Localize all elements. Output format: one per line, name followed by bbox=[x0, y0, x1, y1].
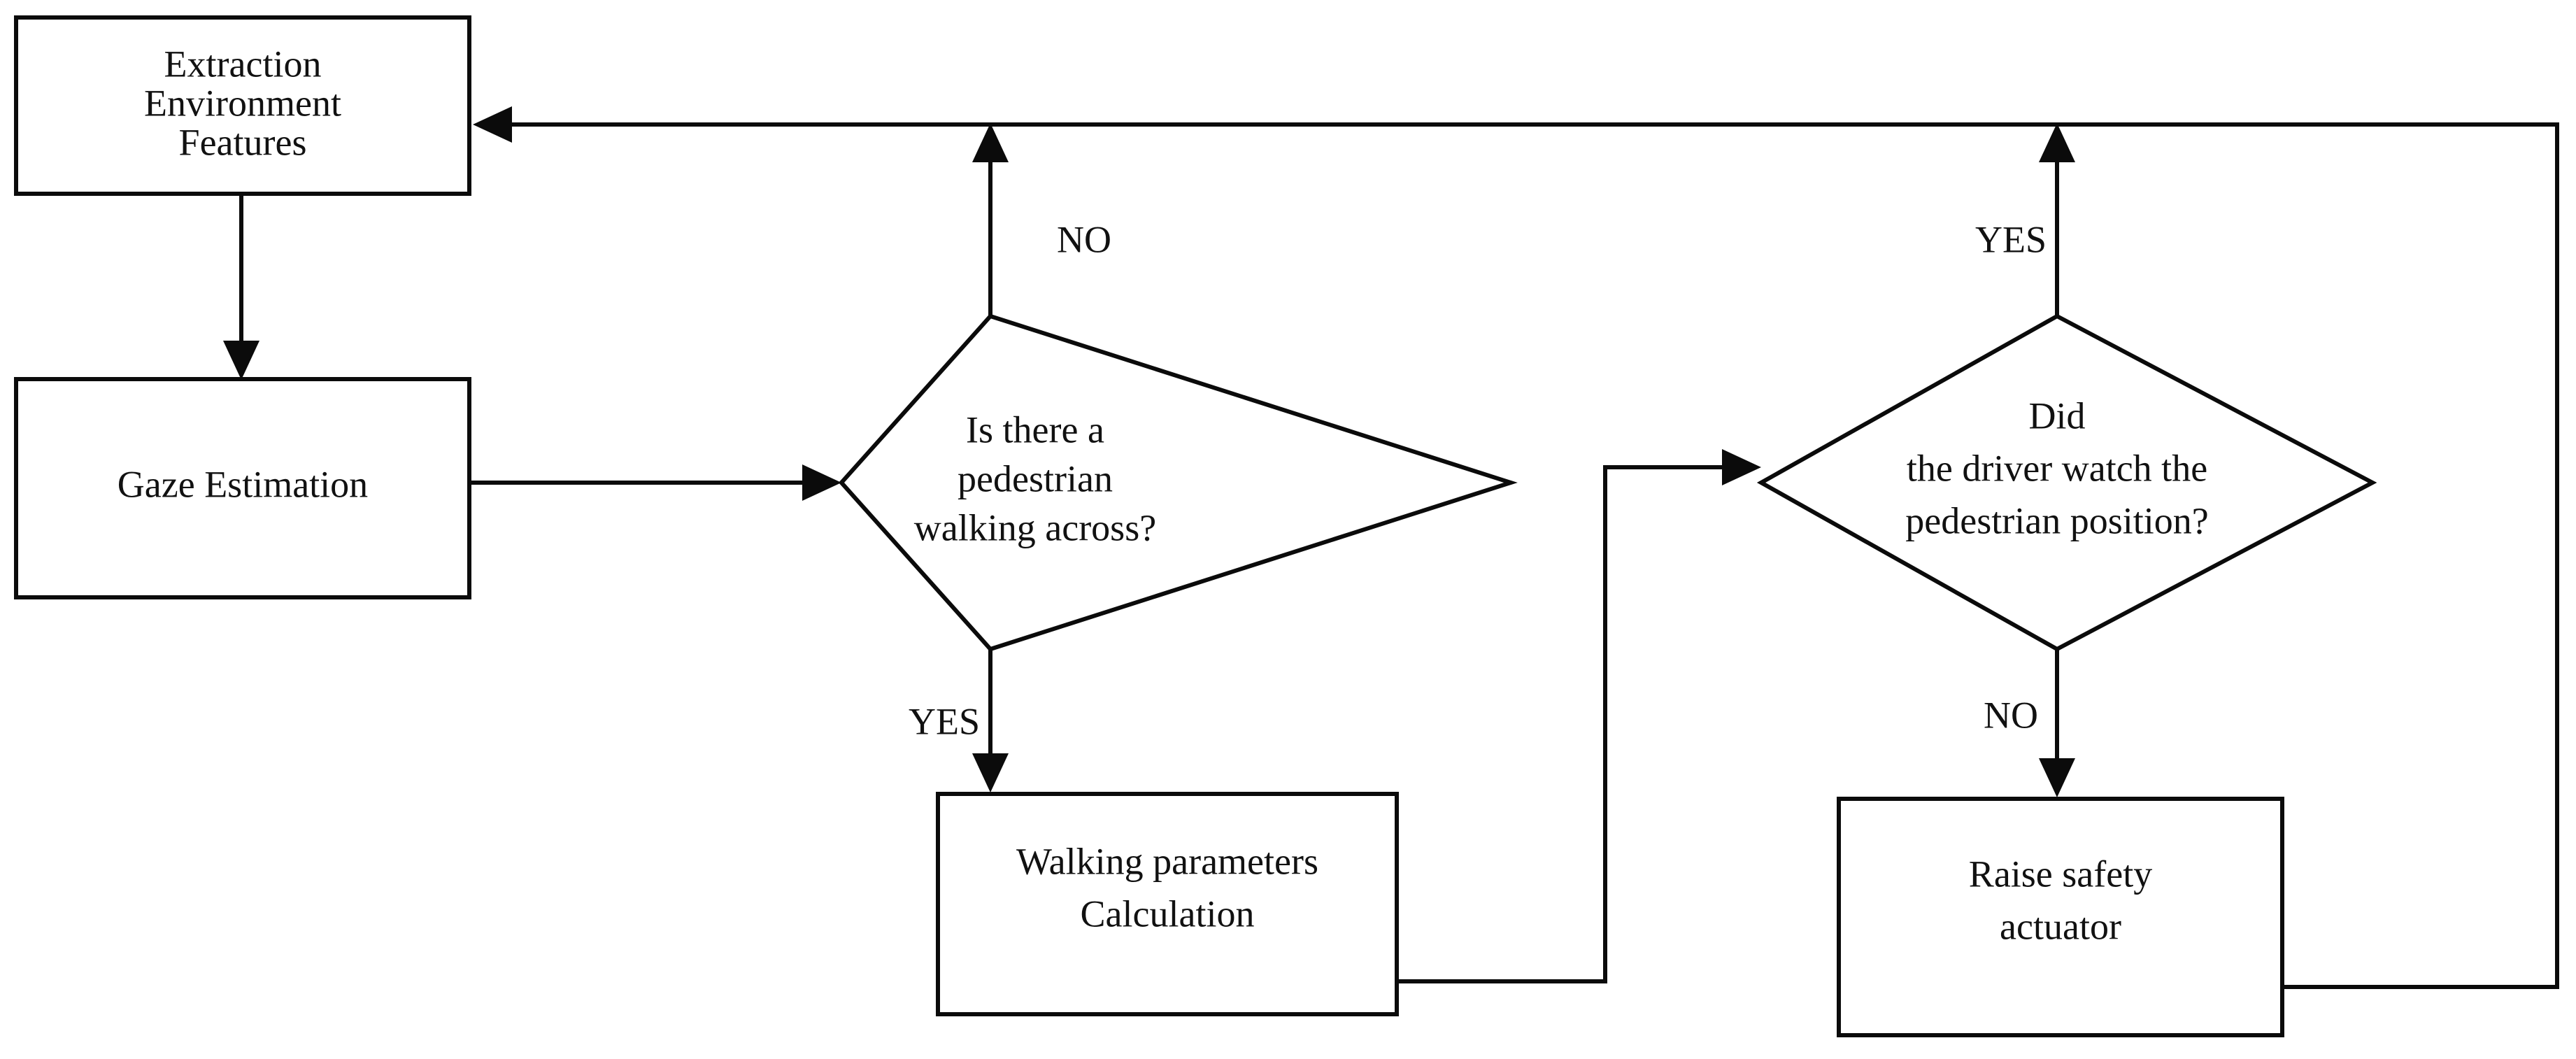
node-driver-watch-decision[interactable]: Did the driver watch the pedestrian posi… bbox=[1756, 313, 2377, 652]
node-extraction-environment-features-line-1: Extraction bbox=[164, 43, 322, 85]
arrow-head-down-to-gaze bbox=[223, 341, 259, 380]
node-pedestrian-walking-decision-line-3: walking across? bbox=[914, 506, 1156, 548]
arrow-head-down-to-walking-params bbox=[972, 753, 1009, 793]
node-walking-parameters-calculation-line-2: Calculation bbox=[1081, 893, 1255, 934]
node-raise-safety-actuator-line-2: actuator bbox=[2000, 905, 2121, 947]
node-walking-parameters-calculation-line-1: Walking parameters bbox=[1016, 840, 1318, 882]
edge-line-feedback-loop bbox=[504, 122, 2559, 989]
node-extraction-environment-features-line-3: Features bbox=[179, 121, 307, 163]
edge-label-driver-no: NO bbox=[1984, 694, 2038, 736]
edge-raise-actuator-feedback-loop bbox=[473, 106, 2559, 989]
node-driver-watch-decision-line-2: the driver watch the bbox=[1907, 447, 2207, 489]
edge-extraction-to-gaze bbox=[223, 194, 259, 380]
node-extraction-environment-features-line-2: Environment bbox=[144, 82, 341, 124]
node-gaze-estimation-line-1: Gaze Estimation bbox=[118, 463, 368, 505]
node-raise-safety-actuator-line-1: Raise safety bbox=[1969, 853, 2152, 895]
node-pedestrian-walking-decision-shape[interactable] bbox=[838, 313, 1518, 652]
node-driver-watch-decision-line-1: Did bbox=[2029, 395, 2086, 436]
edge-gaze-to-pedestrian-decision bbox=[470, 464, 841, 501]
edge-line-walking-to-decision2 bbox=[1397, 465, 1731, 983]
node-gaze-estimation-shape[interactable] bbox=[14, 377, 471, 599]
node-driver-watch-decision-line-3: pedestrian position? bbox=[1905, 499, 2208, 541]
arrow-head-right-to-decision2 bbox=[1722, 449, 1761, 485]
arrow-head-down-to-raise-actuator bbox=[2039, 758, 2075, 797]
node-pedestrian-walking-decision-line-1: Is there a bbox=[966, 408, 1104, 450]
arrow-head-right-to-decision1 bbox=[802, 464, 841, 501]
node-gaze-estimation[interactable]: Gaze Estimation bbox=[14, 377, 471, 599]
arrow-head-up-decision2-yes bbox=[2039, 123, 2075, 162]
arrow-head-left-to-extraction bbox=[473, 106, 512, 143]
node-extraction-environment-features-shape[interactable] bbox=[14, 15, 471, 196]
node-walking-parameters-calculation-shape[interactable] bbox=[936, 792, 1399, 1016]
node-walking-parameters-calculation[interactable]: Walking parameters Calculation bbox=[936, 792, 1399, 1016]
edge-pedestrian-decision-yes bbox=[972, 649, 1009, 793]
node-pedestrian-walking-decision-line-2: pedestrian bbox=[958, 457, 1113, 499]
edge-driver-decision-yes bbox=[2039, 123, 2075, 316]
node-raise-safety-actuator[interactable]: Raise safety actuator bbox=[1837, 797, 2284, 1037]
edge-label-pedestrian-no: NO bbox=[1057, 218, 1111, 260]
edge-pedestrian-decision-no bbox=[972, 123, 1009, 316]
node-driver-watch-decision-shape[interactable] bbox=[1756, 313, 2377, 652]
node-raise-safety-actuator-shape[interactable] bbox=[1837, 797, 2284, 1037]
edge-driver-decision-no bbox=[2039, 649, 2075, 797]
edge-label-driver-yes: YES bbox=[1975, 218, 2047, 260]
node-extraction-environment-features[interactable]: Extraction Environment Features bbox=[14, 15, 471, 196]
edge-label-pedestrian-yes: YES bbox=[909, 700, 980, 742]
edge-walking-params-to-driver-decision bbox=[1397, 449, 1761, 983]
arrow-head-up-decision1-no bbox=[972, 123, 1009, 162]
node-pedestrian-walking-decision[interactable]: Is there a pedestrian walking across? bbox=[838, 313, 1518, 652]
